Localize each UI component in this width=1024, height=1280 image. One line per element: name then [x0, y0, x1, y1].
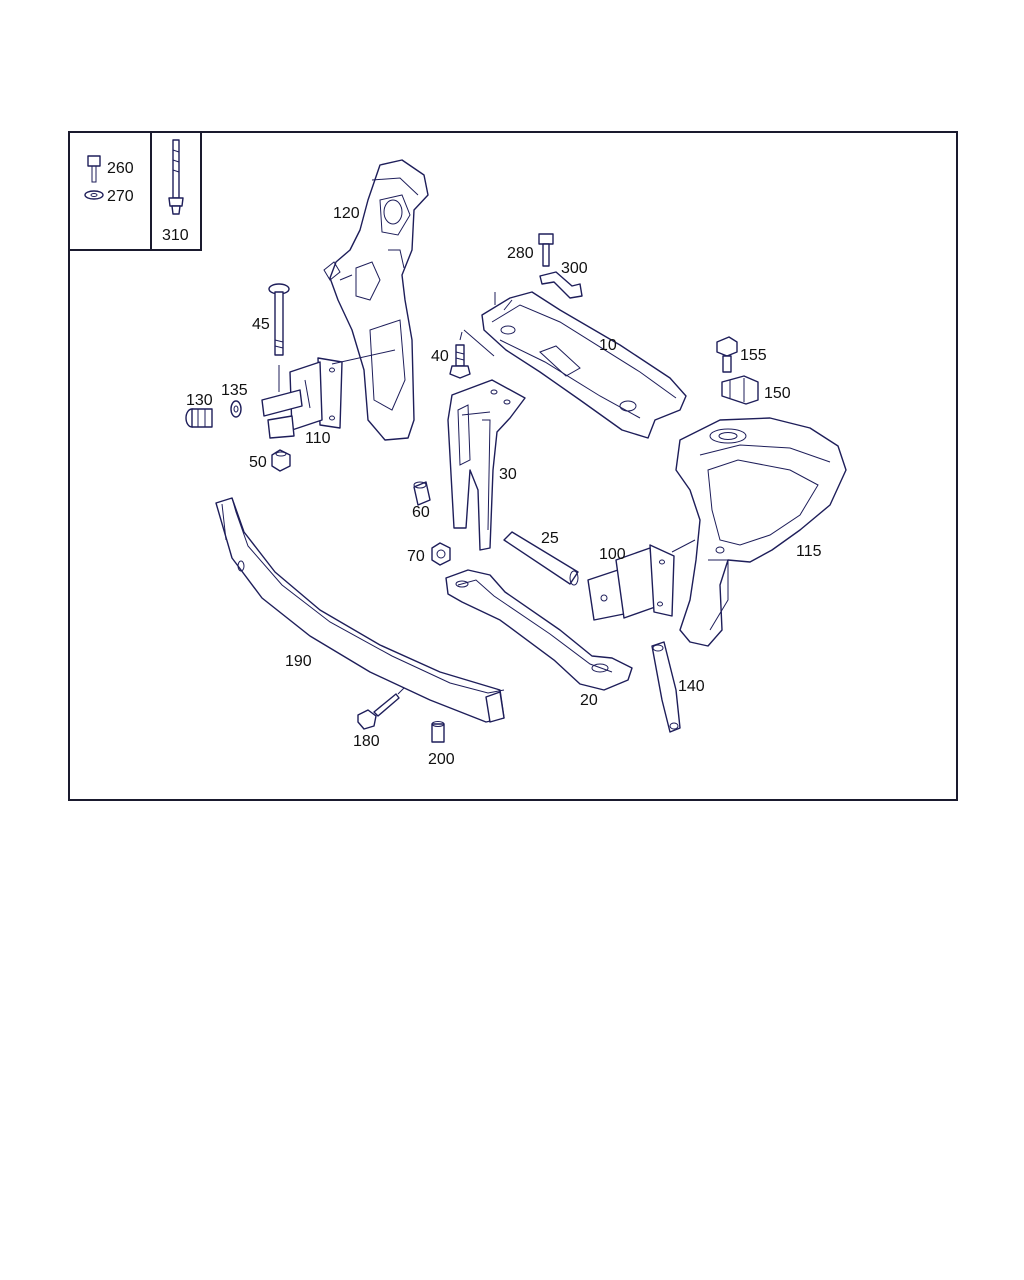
label-50: 50 [249, 454, 267, 471]
label-20: 20 [580, 692, 598, 709]
legend-label-260: 260 [107, 160, 134, 177]
bushing-60 [413, 481, 431, 506]
bolt-280 [538, 233, 554, 267]
vertical-support [447, 379, 526, 551]
bracket-150 [721, 375, 759, 405]
label-135: 135 [221, 382, 248, 399]
side-member-right [675, 417, 847, 647]
leader-100 [671, 539, 696, 553]
nut-70 [431, 542, 451, 566]
label-300: 300 [561, 260, 588, 277]
crash-box-right [587, 544, 675, 621]
label-10: 10 [599, 337, 617, 354]
upper-cross-member [481, 291, 687, 439]
bolt-icon [87, 155, 101, 183]
label-130: 130 [186, 392, 213, 409]
label-40: 40 [431, 348, 449, 365]
spacer-200 [431, 721, 445, 743]
label-155: 155 [740, 347, 767, 364]
label-45: 45 [252, 316, 270, 333]
label-110: 110 [305, 430, 331, 447]
leader-110 [331, 349, 396, 365]
label-190: 190 [285, 653, 312, 670]
leader-40 [459, 329, 495, 357]
label-280: 280 [507, 245, 534, 262]
label-115: 115 [796, 543, 822, 560]
strut-140 [651, 641, 681, 733]
label-140: 140 [678, 678, 705, 695]
bolt-40 [449, 344, 471, 379]
bumper-beam [215, 497, 505, 723]
lower-cross-member [445, 569, 633, 691]
diagram-frame [68, 131, 958, 801]
label-60: 60 [412, 504, 430, 521]
tube-25 [503, 531, 579, 586]
label-200: 200 [428, 751, 455, 768]
crash-box-left [261, 357, 343, 439]
long-bolt-icon [168, 139, 184, 215]
long-bolt-45 [268, 283, 290, 356]
label-70: 70 [407, 548, 425, 565]
clip-300 [539, 271, 583, 299]
bolt-130 [185, 408, 213, 428]
bolt-155 [716, 336, 738, 373]
label-120: 120 [333, 205, 360, 222]
label-150: 150 [764, 385, 791, 402]
label-30: 30 [499, 466, 517, 483]
leader-180 [397, 687, 405, 695]
legend-box [69, 132, 202, 251]
label-100: 100 [599, 546, 626, 563]
legend-label-310: 310 [162, 227, 189, 244]
legend-label-270: 270 [107, 188, 134, 205]
washer-135 [230, 400, 242, 418]
side-member-left [323, 159, 429, 441]
nut-50 [271, 449, 291, 472]
label-180: 180 [353, 733, 380, 750]
label-25: 25 [541, 530, 559, 547]
washer-icon [84, 190, 104, 200]
bolt-180 [357, 693, 400, 730]
